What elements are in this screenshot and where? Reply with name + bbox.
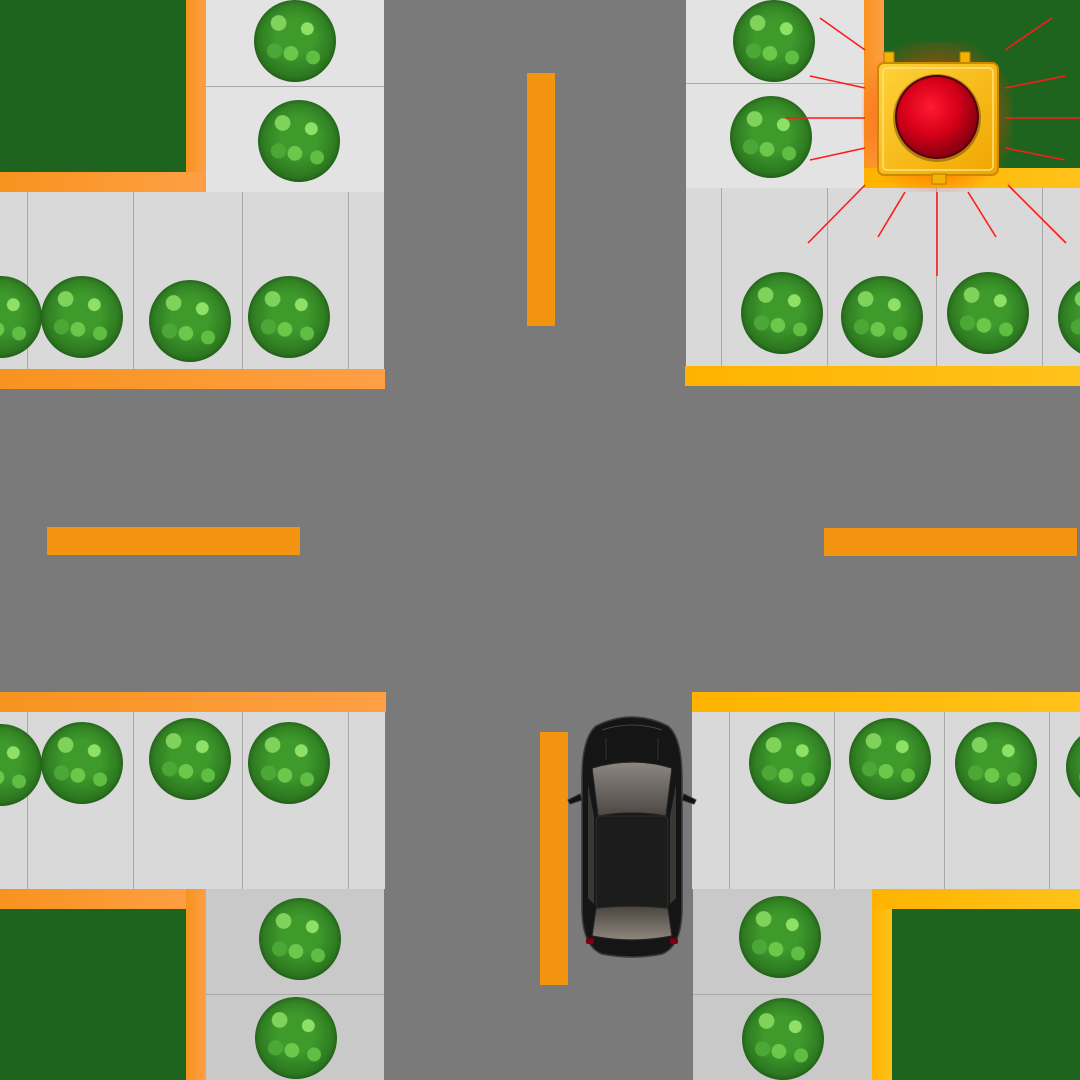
shrub (845, 714, 935, 804)
shrub (145, 276, 235, 366)
sidewalk-seam (206, 994, 384, 995)
sidewalk-seam (133, 712, 134, 889)
shrub (255, 894, 345, 984)
curb-bottom-left-vertical (186, 889, 206, 1080)
sidewalk-seam (827, 188, 828, 366)
curb-bottom-left-road-edge (0, 692, 386, 712)
shrub (729, 0, 819, 86)
lane-divider-east (824, 528, 1077, 556)
sidewalk-seam (721, 188, 722, 366)
shrub (244, 272, 334, 362)
tail-light (586, 938, 594, 944)
signal-flash-rays (785, 17, 1080, 276)
shrub (951, 718, 1041, 808)
curb-bottom-right-horizontal (872, 889, 1080, 909)
curb-bottom-left-horizontal (0, 889, 206, 909)
side-mirror (681, 793, 697, 805)
curb-top-left-vertical (186, 0, 206, 192)
shrub (37, 272, 127, 362)
sidewalk-seam (242, 192, 243, 370)
shrub (735, 892, 825, 982)
sidewalk-seam (27, 192, 28, 370)
lane-divider-south (540, 732, 568, 985)
sidewalk-seam (27, 712, 28, 889)
side-mirror (567, 793, 583, 805)
lawn-bottom-right (892, 909, 1080, 1080)
sidewalk-seam (206, 86, 384, 87)
shrub (254, 96, 344, 186)
shrub (145, 714, 235, 804)
lane-divider-west (47, 527, 300, 555)
sidewalk-seam (944, 712, 945, 889)
sidewalk-seam (1049, 712, 1050, 889)
lane-divider-north (527, 73, 555, 326)
shrub (250, 0, 340, 86)
sidewalk-seam (242, 712, 243, 889)
curb-top-left-horizontal (0, 172, 206, 192)
sidewalk-seam (693, 994, 872, 995)
shrub (738, 994, 828, 1080)
sidewalk-seam (1042, 188, 1043, 366)
windshield (591, 761, 673, 817)
rear-window (591, 905, 673, 941)
tail-light (670, 938, 678, 944)
sidewalk-seam (936, 188, 937, 366)
car-roof (595, 815, 669, 909)
sidewalk-seam (834, 712, 835, 889)
curb-bottom-right-vertical (872, 889, 892, 1080)
flashing-red-signal-icon (785, 17, 1080, 276)
shrub (251, 993, 341, 1080)
sidewalk-seam (729, 712, 730, 889)
sidewalk-seam (686, 83, 864, 84)
shrub (37, 718, 127, 808)
sidewalk-seam (348, 192, 349, 370)
shrub (244, 718, 334, 808)
lawn-bottom-left (0, 909, 186, 1080)
curb-top-right-road-edge (685, 366, 1080, 386)
signal-mount (931, 173, 947, 185)
red-light (895, 75, 979, 159)
lawn-top-left (0, 0, 186, 172)
black-car-icon (567, 716, 697, 958)
curb-top-left-road-edge (0, 369, 385, 389)
shrub (745, 718, 835, 808)
curb-bottom-right-road-edge (692, 692, 1080, 712)
sidewalk-seam (133, 192, 134, 370)
sidewalk-seam (348, 712, 349, 889)
